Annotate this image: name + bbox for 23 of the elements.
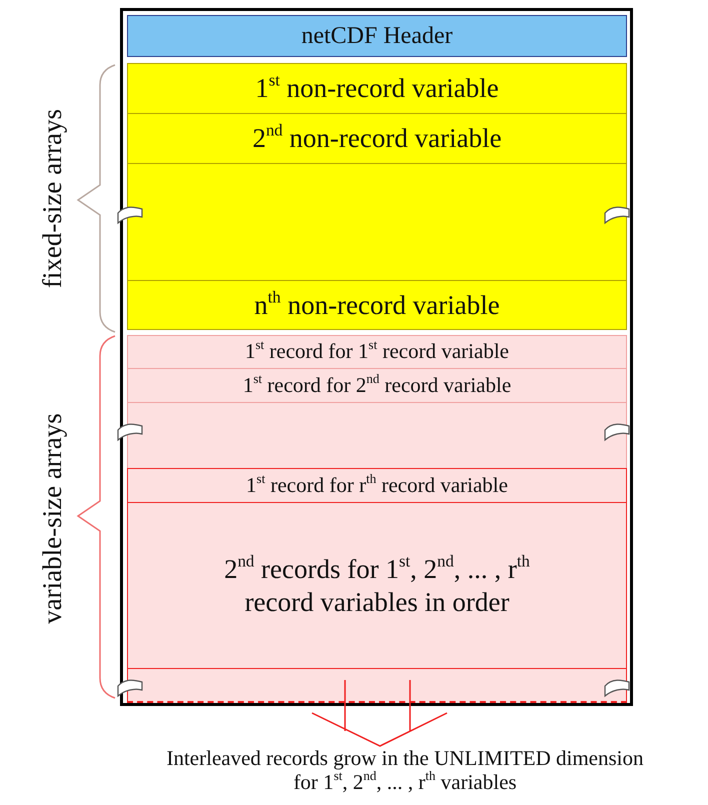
header-text: netCDF Header <box>301 22 453 50</box>
fixed-size-variable-box <box>127 113 627 164</box>
region-label: variable-size arrays <box>36 412 68 624</box>
region-text: 1$^{st}$ record for r$^{th}$ record variable <box>246 472 508 498</box>
region-text: 2$^{nd}$ non-record variable <box>252 122 502 155</box>
region-text: 1$^{st}$ record for 1$^{st}$ record variable <box>244 339 509 365</box>
region-label: fixed-size arrays <box>36 108 68 288</box>
empty-region-box <box>127 402 627 469</box>
record-box <box>127 335 627 369</box>
record-box <box>127 368 627 403</box>
fixed-size-variable-box <box>127 280 627 330</box>
empty-region-box <box>127 668 627 703</box>
record-box <box>127 468 627 503</box>
region-text: n$^{th}$ non-record variable <box>254 288 500 322</box>
fixed-size-variable-box <box>127 63 627 114</box>
record-box <box>127 502 627 669</box>
region-text: 1$^{st}$ record for 2$^{nd}$ record variable <box>242 372 512 398</box>
empty-region-box <box>127 163 627 281</box>
file-layout-box <box>120 8 633 706</box>
region-text: 1$^{st}$ non-record variable <box>255 72 499 105</box>
note-text: Interleaved records grow in the UNLIMITED dimension for 1$^{st}$, 2$^{nd}$, ... , r$^{th}$ variables <box>165 746 645 794</box>
region-text: 2$^{nd}$ records for 1$^{st}$, 2$^{nd}$, ... , r$^{th}$ record variables in order <box>223 553 531 618</box>
header-box <box>127 15 627 57</box>
